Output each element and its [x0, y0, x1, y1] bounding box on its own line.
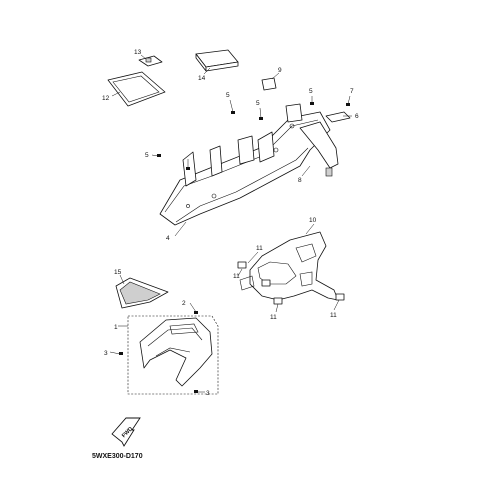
part-6-bracket	[325, 111, 352, 123]
callout-15: 15	[114, 269, 122, 276]
callout-5a: 5	[226, 92, 230, 99]
callout-11b: 11	[233, 273, 240, 280]
diagram-code: 5WXE300-D170	[92, 453, 143, 460]
callout-11d: 11	[330, 312, 337, 319]
screw-7	[346, 95, 351, 106]
screw-2	[189, 302, 198, 314]
callout-5c: 5	[309, 88, 313, 95]
callout-5b: 5	[256, 100, 260, 107]
callout-11a: 11	[256, 245, 263, 252]
part-1-front-fender	[118, 315, 219, 395]
part-10-cowling	[239, 223, 339, 301]
callout-14: 14	[198, 75, 206, 82]
callout-6: 6	[355, 113, 359, 120]
part-4-rear-fender	[159, 103, 331, 237]
callout-2: 2	[182, 300, 186, 307]
screws-5	[151, 96, 314, 170]
nuts-11	[237, 251, 345, 313]
callout-12: 12	[102, 95, 110, 102]
callout-4: 4	[166, 235, 170, 242]
callout-9: 9	[278, 67, 282, 74]
part-12-seat-pad	[107, 71, 166, 107]
callout-13: 13	[134, 49, 142, 56]
part-13-clip	[138, 54, 163, 67]
part-14-manual	[195, 49, 239, 75]
callout-7: 7	[350, 88, 354, 95]
screws-3	[109, 351, 205, 393]
callout-1: 1	[114, 324, 118, 331]
fwd-arrow-icon: FWD	[111, 417, 141, 447]
part-8-tail-bracket	[299, 121, 339, 177]
callout-11c: 11	[270, 314, 277, 321]
part-9-block	[261, 72, 280, 91]
callout-3b: 3	[206, 390, 210, 397]
part-15-decal	[115, 274, 169, 309]
callout-10: 10	[309, 217, 317, 224]
callout-3: 3	[104, 350, 108, 357]
callout-5d: 5	[145, 152, 149, 159]
callout-8: 8	[298, 177, 302, 184]
